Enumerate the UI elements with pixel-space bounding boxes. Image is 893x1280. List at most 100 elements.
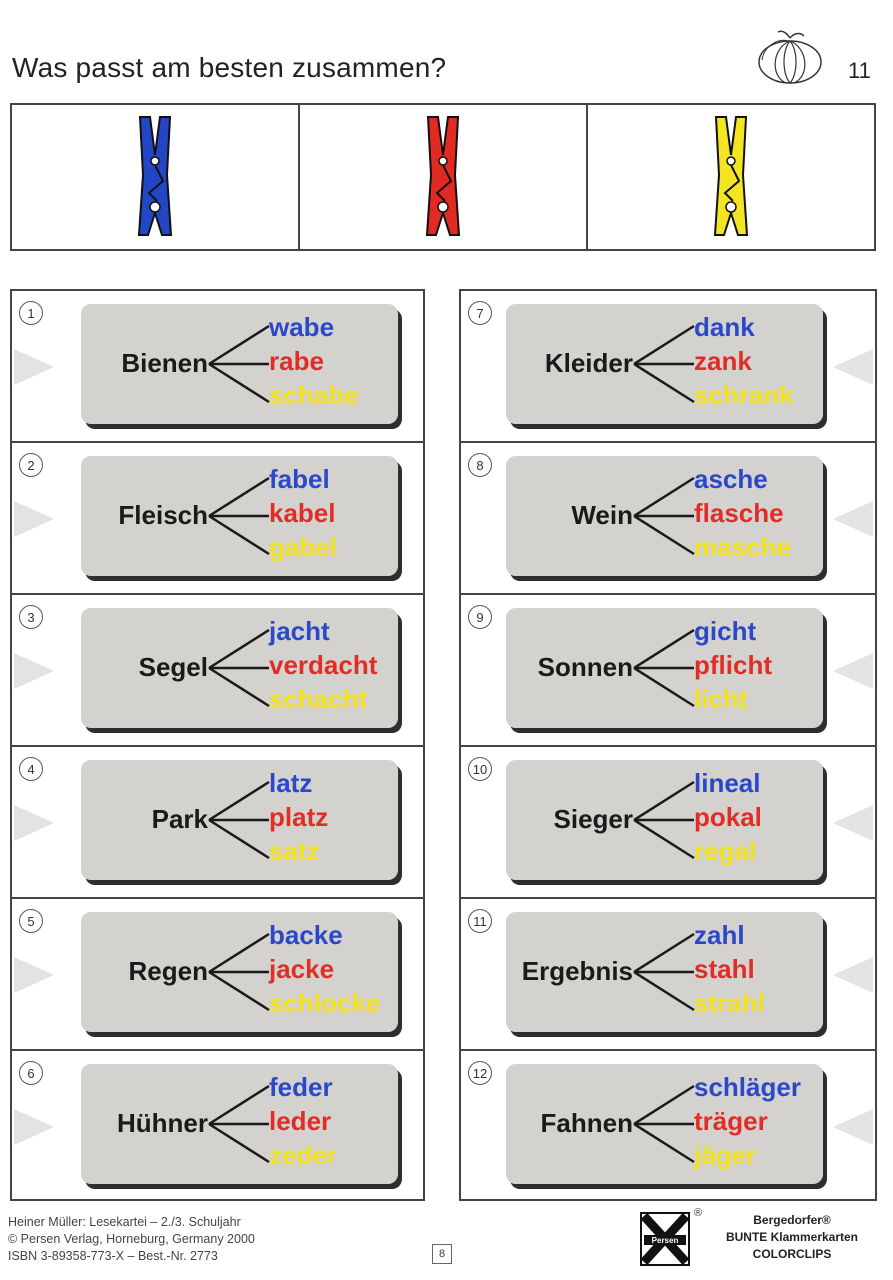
card-number: 5 [19,909,43,933]
option-blue: dank [694,312,755,342]
card-number: 11 [468,909,492,933]
option-yellow: masche [694,532,791,562]
option-yellow: zeder [269,1140,337,1170]
branch-line [208,818,270,860]
option-yellow: schrank [694,380,794,410]
option-blue: zahl [694,920,745,950]
card-number: 6 [19,1061,43,1085]
persen-logo: Persen [640,1212,690,1266]
option-blue: feder [269,1072,333,1102]
option-blue: lineal [694,768,761,798]
option-yellow: regal [694,836,757,866]
option-yellow: schacht [269,684,368,714]
footer-line-author: Heiner Müller: Lesekartei – 2./3. Schulj… [8,1215,241,1229]
blue-clothespin-icon [137,116,173,236]
option-red: jacke [269,954,335,984]
branch-line [208,324,270,366]
clip-cell-blue [12,105,300,249]
arrow-right-icon [14,805,54,841]
arrow-right-icon [14,653,54,689]
option-red: verdacht [269,650,378,680]
option-red: flasche [694,498,784,528]
base-word: Segel [138,652,208,682]
branch-lines [208,628,270,708]
option-red: pflicht [694,650,772,680]
option-red: stahl [694,954,755,984]
branch-lines [208,932,270,1012]
base-word: Park [151,804,208,834]
card-number: 8 [468,453,492,477]
base-word: Sonnen [537,652,633,682]
color-clip-legend [10,103,876,251]
option-red: zank [694,346,752,376]
registered-mark: ® [694,1207,703,1219]
card-number: 3 [19,605,43,629]
arrow-left-icon [833,501,873,537]
card-number: 9 [468,605,492,629]
arrow-left-icon [833,653,873,689]
branch-line [208,362,270,404]
branch-lines [208,780,270,860]
branch-line [633,324,695,366]
branch-line [633,932,695,974]
option-yellow: jäger [694,1140,757,1170]
base-word: Kleider [544,348,633,378]
arrow-left-icon [833,957,873,993]
branch-line [633,362,695,404]
branch-lines [633,476,695,556]
branch-lines [633,324,695,404]
branch-line [633,818,695,860]
base-word: Fleisch [118,500,208,530]
footer-brand: Bergedorfer® BUNTE Klammerkarten COLORCL… [706,1212,878,1263]
branch-lines [633,1084,695,1164]
brand-bergedorfer: Bergedorfer® [753,1213,831,1227]
yellow-clothespin-icon [713,116,749,236]
arrow-left-icon [833,1109,873,1145]
persen-logo-text: Persen [652,1236,679,1245]
option-blue: asche [694,464,768,494]
branch-line [208,1122,270,1164]
footer-page-mark: 8 [432,1244,452,1264]
branch-line [633,666,695,708]
arrow-right-icon [14,349,54,385]
branch-line [208,514,270,556]
branch-lines [208,324,270,404]
branch-line [208,970,270,1012]
branch-line [208,932,270,974]
arrow-left-icon [833,349,873,385]
option-red: träger [694,1106,768,1136]
option-red: rabe [269,346,324,376]
base-word: Sieger [553,804,634,834]
brand-colorclips: COLORCLIPS [752,1247,832,1261]
card-number: 12 [468,1061,492,1085]
base-word: Bienen [121,348,208,378]
card-number: 1 [19,301,43,325]
arrow-left-icon [833,805,873,841]
page-number: 11 [848,58,871,83]
branch-line [208,476,270,518]
base-word: Wein [571,500,633,530]
page-title: Was passt am besten zusammen? [12,52,447,83]
option-blue: gicht [694,616,757,646]
arrow-right-icon [14,501,54,537]
option-red: platz [269,802,329,832]
option-red: kabel [269,498,336,528]
clip-cell-red [300,105,588,249]
branch-line [208,666,270,708]
